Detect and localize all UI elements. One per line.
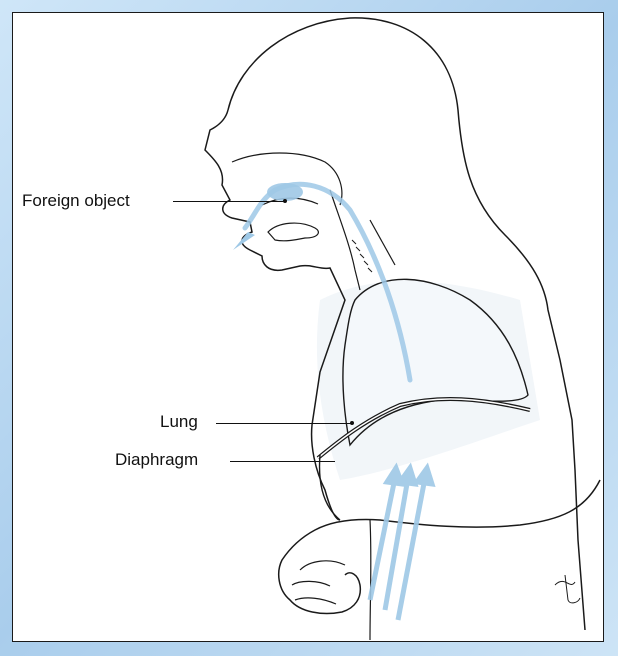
leader-foreign-object: [173, 201, 285, 202]
label-lung: Lung: [160, 412, 198, 432]
tongue: [268, 223, 318, 241]
thrust-arrows: [370, 468, 432, 620]
leader-lung: [216, 423, 352, 424]
airflow-exit-arrow: [233, 232, 255, 250]
rescuer-arm: [279, 480, 600, 614]
label-diaphragm: Diaphragm: [115, 450, 198, 470]
leader-dot-foreign-object: [283, 199, 287, 203]
leader-diaphragm: [230, 461, 335, 462]
label-foreign-object: Foreign object: [22, 191, 130, 211]
leader-dot-lung: [350, 421, 354, 425]
rescuer-fist: [292, 561, 345, 604]
rescuer-wrist: [370, 520, 371, 640]
artist-signature: [555, 575, 580, 603]
